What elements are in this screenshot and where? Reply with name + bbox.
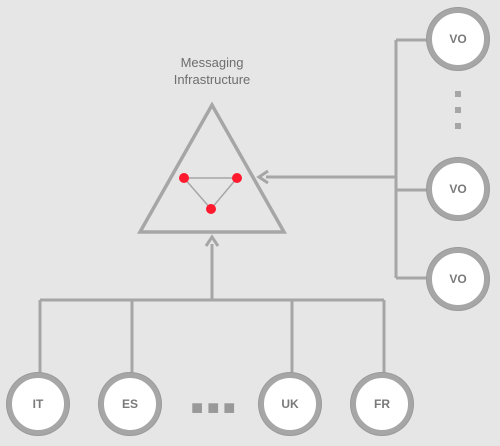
arrow-up-icon [204,234,220,247]
inner-links [182,177,239,211]
node-es[interactable]: ES [99,373,161,435]
node-label: ES [121,397,138,411]
inner-network [179,173,242,214]
network-dot [232,173,242,183]
title-line-2: Infrastructure [173,72,251,87]
network-dot [179,173,189,183]
node-label: VO [449,272,467,286]
infrastructure-triangle [136,101,288,234]
node-label: UK [281,397,299,411]
node-fr[interactable]: FR [351,373,413,435]
network-dot [206,204,216,214]
node-it[interactable]: IT [7,373,69,435]
node-label: IT [32,397,44,411]
connectors [38,38,428,376]
arrow-left-icon [256,169,269,185]
title-line-1: Messaging [180,55,244,70]
node-uk[interactable]: UK [259,373,321,435]
node-label: VO [449,182,467,196]
horizontal-ellipsis-icon: ■■■ [191,397,240,419]
node-vo-bottom[interactable]: VO [427,248,489,310]
node-label: VO [449,32,467,46]
diagram-title: Messaging Infrastructure [150,54,274,88]
node-vo-middle[interactable]: VO [427,158,489,220]
node-vo-top[interactable]: VO [427,8,489,70]
node-label: FR [374,397,390,411]
vertical-ellipsis-icon [455,91,463,139]
